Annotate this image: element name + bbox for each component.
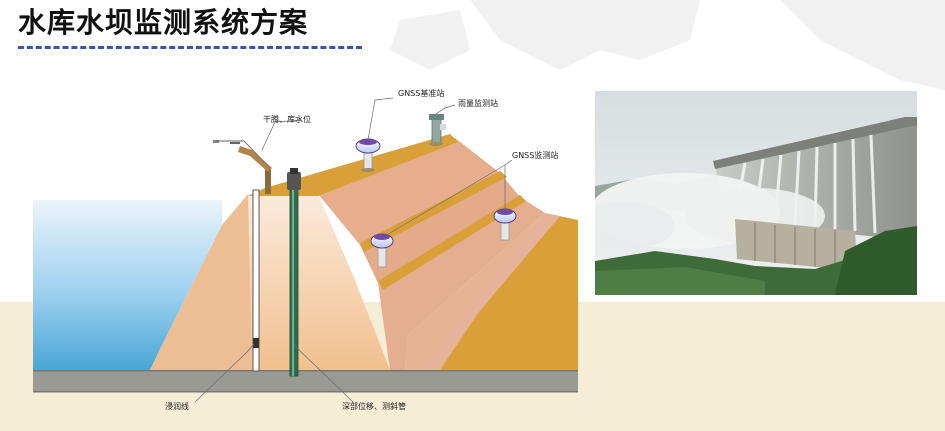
seepage-well <box>252 189 260 372</box>
deep-displacement-inclinometer-label: 深部位移、测斜管 <box>342 401 406 411</box>
rain-gauge-icon <box>429 114 446 146</box>
water-level-sensor-icon <box>213 140 272 194</box>
downstream-slope-upper <box>318 138 500 245</box>
leader-lines <box>194 97 513 404</box>
page-title: 水库水坝监测系统方案 <box>18 6 309 39</box>
reservoir-water <box>33 200 222 370</box>
gnss-base-station-label: GNSS基准站 <box>398 88 444 98</box>
gnss-monitoring-receiver-upper-icon <box>493 208 517 241</box>
downstream-slope-middle <box>360 173 520 283</box>
dam-core <box>248 194 390 370</box>
rain-gauge-station-label: 雨量监测站 <box>458 98 498 108</box>
dam-photo <box>595 91 917 295</box>
foundation-bottom-line <box>33 391 578 393</box>
inclinometer-cap-top <box>290 168 298 174</box>
foundation-top-line <box>33 370 578 372</box>
inclinometer-cap <box>287 172 301 190</box>
gnss-receiver-icon <box>355 138 381 172</box>
dry-beach-water-level-label: 干腾、库水位 <box>263 114 311 124</box>
seepage-well-sensor <box>253 338 259 348</box>
berm-toe <box>440 213 578 370</box>
berm-lower <box>378 195 526 290</box>
seepage-line-label: 浸润线 <box>165 401 189 411</box>
berm-toe-shade <box>420 213 560 370</box>
inclinometer-tube-highlight <box>292 188 294 376</box>
foundation-layer <box>33 370 578 392</box>
world-map-background <box>390 0 945 90</box>
berm-upper <box>360 171 507 252</box>
gnss-monitoring-station-label: GNSS监测站 <box>512 150 558 160</box>
title-underline <box>18 46 362 49</box>
